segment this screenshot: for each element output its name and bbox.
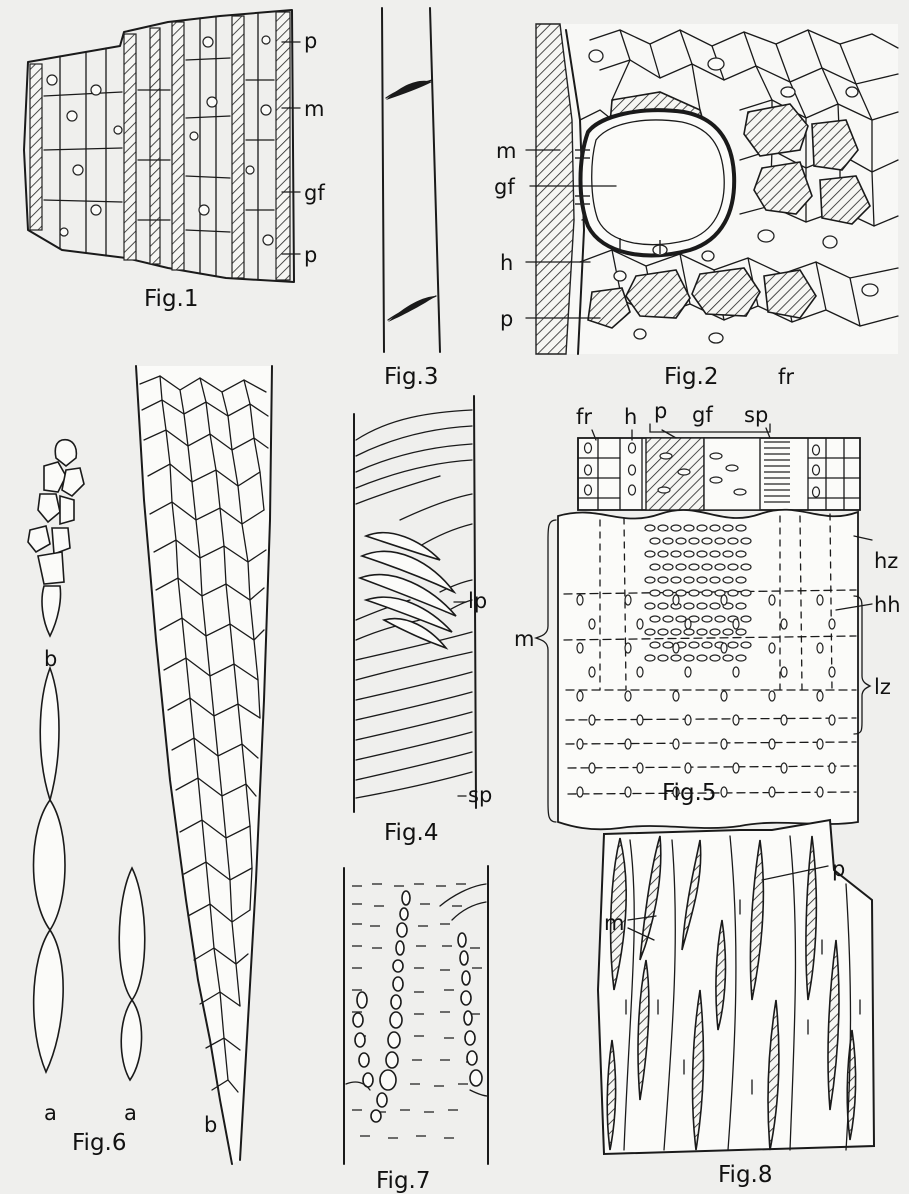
fig5-label-m: m: [514, 627, 534, 651]
fig2-label-fr: fr: [778, 365, 794, 389]
fig5-label-sp: sp: [744, 403, 768, 427]
fig8-label-m: m: [604, 911, 624, 935]
fig1-caption: Fig.1: [144, 286, 199, 312]
fig2-caption: Fig.2: [664, 364, 719, 390]
fig4-leaders: [454, 602, 466, 796]
fig5-label-gf: gf: [692, 403, 713, 427]
fig7-drawing: [344, 866, 488, 1164]
fig6-label-b-lower: b: [204, 1113, 217, 1137]
fig3-caption: Fig.3: [384, 364, 439, 390]
fig2-drawing: [536, 24, 898, 354]
fig5-label-lz: lz: [874, 675, 891, 699]
fig1-label-gf: gf: [304, 181, 325, 205]
fig1-label-m: m: [304, 97, 324, 121]
fig5-drawing: [536, 438, 872, 829]
fig6-label-a-left: a: [44, 1101, 57, 1125]
fig6-drawing: [28, 366, 272, 1164]
fig5-caption: Fig.5: [662, 780, 717, 806]
fig6-caption: Fig.6: [72, 1130, 127, 1156]
fig7-caption: Fig.7: [376, 1168, 431, 1194]
fig8-caption: Fig.8: [718, 1162, 773, 1188]
fig1-label-p-bottom: p: [304, 243, 317, 267]
fig4-label-sp: sp: [468, 783, 492, 807]
fig5-label-hh: hh: [874, 593, 901, 617]
fig5-label-h: h: [624, 405, 637, 429]
fig3-drawing: [382, 8, 440, 352]
fig1-label-p-top: p: [304, 29, 317, 53]
fig2-label-gf: gf: [494, 175, 515, 199]
fig4-label-lp: lp: [468, 589, 487, 613]
fig6-label-b-upper: b: [44, 647, 57, 671]
fig2-label-h: h: [500, 251, 513, 275]
fig5-label-fr: fr: [576, 405, 592, 429]
fig5-label-p: p: [654, 399, 667, 423]
fig4-caption: Fig.4: [384, 820, 439, 846]
fig2-label-p: p: [500, 307, 513, 331]
fig8-label-p: p: [832, 857, 845, 881]
fig6-label-a-right: a: [124, 1101, 137, 1125]
fig4-drawing: [354, 396, 476, 812]
fig5-label-hz: hz: [874, 549, 898, 573]
fig1-drawing: [24, 10, 294, 282]
fig2-label-m: m: [496, 139, 516, 163]
